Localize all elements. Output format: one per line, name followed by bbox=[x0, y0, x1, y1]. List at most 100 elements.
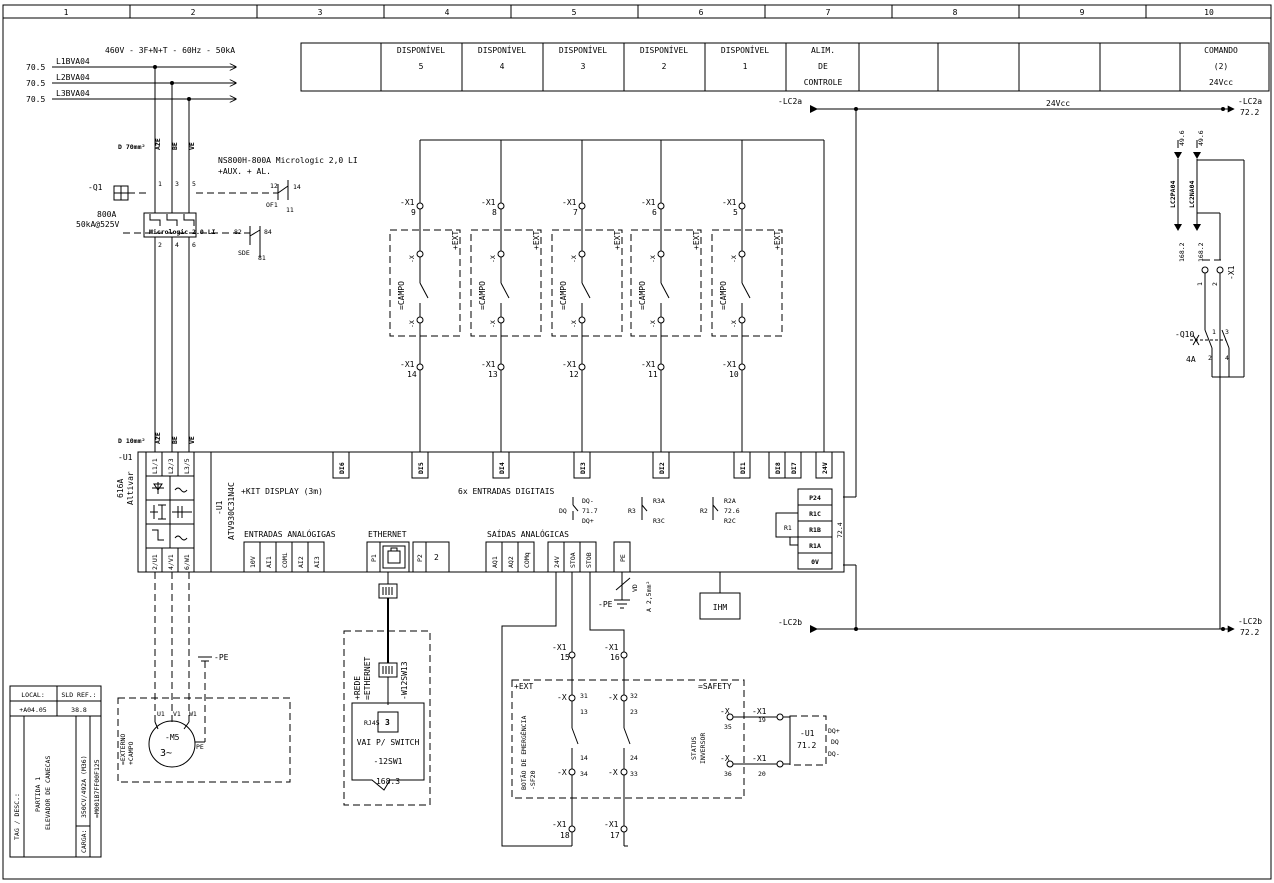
estop-pin-32: 32 bbox=[630, 692, 638, 700]
breaker-model: NS800H-800A Micrologic 2,0 LI bbox=[218, 156, 358, 165]
safety-x1-15: -X1 bbox=[552, 643, 567, 652]
safety-pin-15: 15 bbox=[560, 653, 570, 662]
block-6-sub: DE bbox=[818, 62, 828, 71]
supply-spec: 460V - 3F+N+T - 60Hz - 50kA bbox=[105, 46, 235, 55]
drive-rating: 616A bbox=[116, 479, 125, 498]
motor-term-u1: U1 bbox=[157, 710, 165, 718]
q10-pin-1: 1 bbox=[1212, 328, 1216, 336]
r3-pin-c: R3C bbox=[653, 517, 665, 525]
block-10-sub: (2) bbox=[1214, 62, 1228, 71]
phase-top-2: BE bbox=[171, 142, 179, 150]
estop-pin-24: 24 bbox=[630, 754, 638, 762]
input-2-campo: =CAMPO bbox=[478, 281, 487, 310]
input-4-x-bottom: -X bbox=[649, 320, 657, 328]
bus-top-right: -LC2a bbox=[1238, 97, 1262, 106]
pe-label: -PE bbox=[598, 600, 613, 609]
sto-term-stob: STOB bbox=[585, 552, 593, 568]
feed-ref-1: 49.6 bbox=[1178, 130, 1186, 146]
input-3-x-bottom: -X bbox=[570, 320, 578, 328]
cable-bottom: D 10mm² bbox=[118, 437, 145, 445]
port-p2-num: 2 bbox=[434, 553, 439, 562]
column-4: 4 bbox=[445, 8, 450, 17]
drive-u1: D 10mm² AZE BE VE -U1 616A Altivar L1/1 … bbox=[116, 432, 845, 620]
safety-x-b-top: -X bbox=[608, 693, 618, 702]
input-1-terminal: -X1 bbox=[400, 198, 415, 207]
input-4-terminal: -X1 bbox=[641, 198, 656, 207]
input-3-terminal-bottom: -X1 bbox=[562, 360, 577, 369]
input-channel-5: -X1 5 =CAMPO +EXT -X -X -X1 10 bbox=[711, 140, 783, 452]
safety-x1-17: -X1 bbox=[604, 820, 619, 829]
estop-pin-33: 33 bbox=[630, 770, 638, 778]
column-3: 3 bbox=[318, 8, 323, 17]
relay-r1: P24 R1C R1B R1A 0V R1 72.4 bbox=[775, 488, 844, 570]
block-10-sub2: 24Vcc bbox=[1209, 78, 1233, 87]
sld-value: 38.8 bbox=[71, 706, 87, 714]
hmi-label: IHM bbox=[713, 603, 728, 612]
status-u1: -U1 bbox=[800, 729, 815, 738]
input-2-terminal: -X1 bbox=[481, 198, 496, 207]
status-x1-bottom: -X1 bbox=[752, 754, 767, 763]
motor-pe: PE bbox=[196, 743, 204, 751]
block-4-sub: 2 bbox=[662, 62, 667, 71]
input-4-ext: +EXT bbox=[692, 231, 701, 250]
input-2-x-top: -X bbox=[489, 255, 497, 263]
network-eth: =ETHERNET bbox=[363, 656, 372, 700]
di6-label: DI6 bbox=[338, 462, 346, 474]
sde-label: SDE bbox=[238, 249, 250, 257]
port-p1: P1 bbox=[370, 554, 378, 562]
estop-label: BOTÃO DE EMERGÊNCIA bbox=[519, 716, 528, 790]
network: +REDE =ETHERNET -W12SW13 RJ45 3 VAI P/ S… bbox=[343, 572, 431, 806]
relay-0v: 0V bbox=[811, 558, 819, 566]
q10-pin-3: 3 bbox=[1225, 328, 1229, 336]
desc-1: PARTIDA 1 bbox=[34, 777, 42, 812]
pe-term: PE bbox=[619, 554, 627, 562]
input-1-x-top: -X bbox=[408, 255, 416, 263]
column-8: 8 bbox=[953, 8, 958, 17]
input-1-x-bottom: -X bbox=[408, 320, 416, 328]
24v-label: 24V bbox=[821, 462, 829, 474]
safety-circuit: -X1 15 -X1 16 +EXT =SAFETY BOTÃO DE EMER… bbox=[501, 572, 840, 847]
dq-pin-minus: DQ- bbox=[582, 497, 594, 505]
column-10: 10 bbox=[1204, 8, 1214, 17]
of-label: OF1 bbox=[266, 201, 278, 209]
breaker-capacity: 50kA@525V bbox=[76, 220, 120, 229]
column-2: 2 bbox=[191, 8, 196, 17]
sto-term-24v: 24V bbox=[553, 556, 561, 568]
safety-pin-18: 18 bbox=[560, 831, 570, 840]
control-feeds: 49.6 49.6 LC2PA04 LC2NA04 168.2 168.2 1 … bbox=[1169, 130, 1245, 629]
estop-pin-23: 23 bbox=[630, 708, 638, 716]
safety-x-a-top: -X bbox=[557, 693, 567, 702]
q10-rating: 4A bbox=[1186, 355, 1196, 364]
ao-term-aq1: AQ1 bbox=[491, 556, 499, 568]
status-pin-19: 19 bbox=[758, 716, 766, 724]
relay-r1c: R1C bbox=[809, 510, 821, 518]
input-4-terminal-bottom: -X1 bbox=[641, 360, 656, 369]
input-2-bottom-pin: 13 bbox=[488, 370, 498, 379]
pe-section: A 2,5mm² bbox=[645, 581, 653, 612]
ethernet-title: ETHERNET bbox=[368, 530, 407, 539]
input-5-x-top: -X bbox=[730, 255, 738, 263]
feed-name-2: LC2NA04 bbox=[1188, 181, 1196, 208]
input-5-ext: +EXT bbox=[773, 231, 782, 250]
breaker-pin-5: 5 bbox=[192, 180, 196, 188]
phase-bottom-1: AZE bbox=[154, 432, 162, 444]
network-rede: +REDE bbox=[353, 676, 362, 700]
supply-line-2: L2BVA04 bbox=[56, 73, 90, 82]
breaker-rating: 800A bbox=[97, 210, 116, 219]
feed-x1: -X1 bbox=[1227, 265, 1236, 280]
column-1: 1 bbox=[64, 8, 69, 17]
of-pin-14: 14 bbox=[293, 183, 301, 191]
cable-top: D 70mm² bbox=[118, 143, 145, 151]
ao-term-comq: COMq bbox=[523, 552, 531, 568]
pe-vd: VD bbox=[631, 584, 639, 592]
motor-circuit: -PE =EXTERNO +CAMPO U1 V1 W1 -M5 3~ PE bbox=[117, 572, 291, 783]
di-terminals: DI6 DI5 DI4 DI3 DI2 DI1 DI8 DI7 24V bbox=[332, 451, 833, 479]
bus-bottom-left: -LC2b bbox=[778, 618, 802, 627]
motor-term-v1: V1 bbox=[173, 710, 181, 718]
column-5: 5 bbox=[572, 8, 577, 17]
estop-pin-31: 31 bbox=[580, 692, 588, 700]
estop-pin-34: 34 bbox=[580, 770, 588, 778]
ai-term-ai3: AI3 bbox=[313, 556, 321, 568]
block-3-sub: 3 bbox=[581, 62, 586, 71]
block-6-title: ALIM. bbox=[811, 46, 835, 55]
